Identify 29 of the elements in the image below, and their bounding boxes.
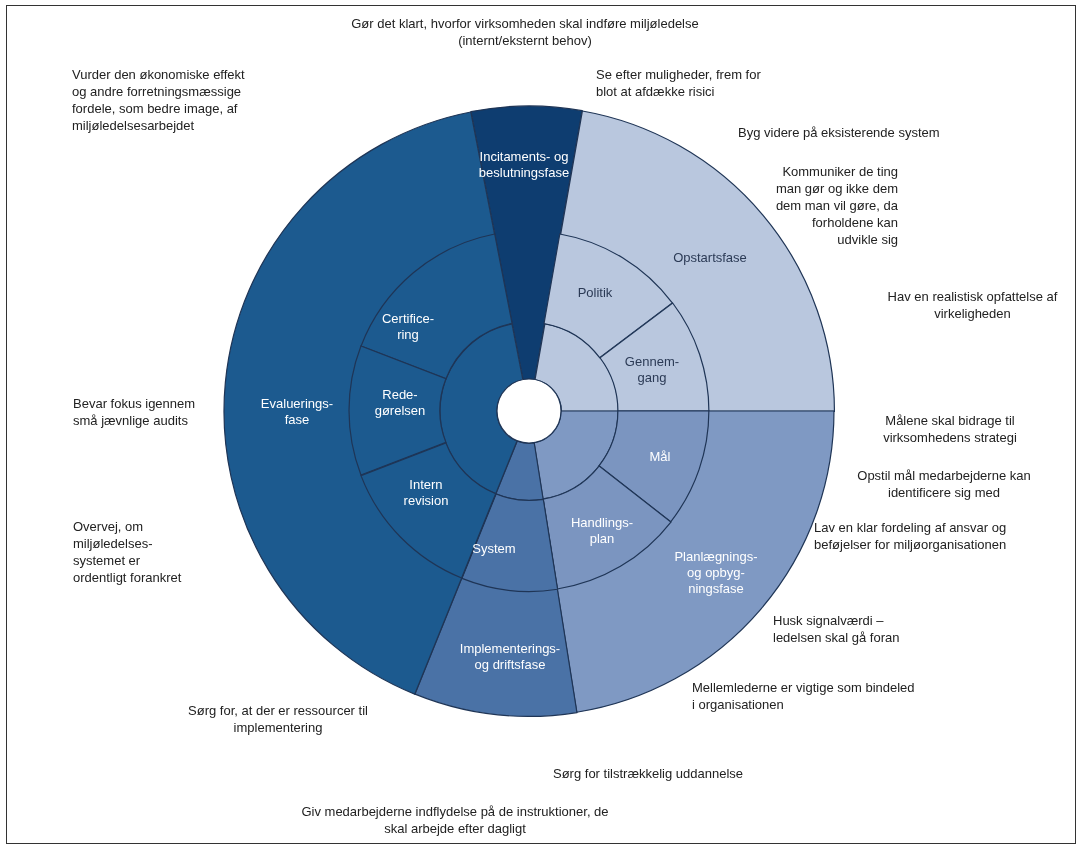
segment-label: Planlægnings- og opbyg- ningsfase <box>673 549 759 597</box>
annotation-text: Bevar fokus igennem små jævnlige audits <box>73 395 197 429</box>
segment-label: Handlings- plan <box>570 515 634 547</box>
annotation-text: Gør det klart, hvorfor virksomheden skal indføre miljøledelse (internt/eksternt behov) <box>350 15 700 49</box>
annotation-text: Overvej, om miljøledelses- systemet er ordentligt forankret <box>73 518 183 586</box>
segment-label: Mål <box>649 449 671 465</box>
segment-label: Rede- gørelsen <box>374 386 426 419</box>
annotation-text: Hav en realistisk opfattelse af virkeligheden <box>886 288 1059 322</box>
annotation-text: Kommuniker de ting man gør og ikke dem dem man vil gøre, da forholdene kan udvikle sig <box>774 163 898 248</box>
segment-label: Certifice- ring <box>382 311 434 343</box>
annotation-text: Mellemlederne er vigtige som bindeled i organisationen <box>692 679 916 713</box>
annotation-text: Byg videre på eksisterende system <box>738 124 941 141</box>
annotation-text: Opstil mål medarbejderne kan identificere sig med <box>856 467 1032 501</box>
annotation-text: Sørg for tilstrækkelig uddannelse <box>553 765 745 782</box>
annotation-text: Vurder den økonomiske effekt og andre forretningsmæssige fordele, som bedre image, af miljøledelsesarbejdet <box>72 66 246 134</box>
segment-label: Intern revision <box>403 476 449 509</box>
segment-label: Gennem- gang <box>624 353 680 386</box>
segment-label: Incitaments- og beslutningsfase <box>477 149 571 181</box>
annotation-text: Lav en klar fordeling af ansvar og beføjelser for miljøorganisationen <box>814 519 1008 553</box>
annotation-text: Målene skal bidrage til virksomhedens strategi <box>882 412 1018 446</box>
annotation-text: Giv medarbejderne indflydelse på de instruktioner, de skal arbejde efter dagligt <box>300 803 610 837</box>
annotation-text: Sørg for, at der er ressourcer til implementering <box>187 702 369 736</box>
annotation-text: Husk signalværdi – ledelsen skal gå foran <box>773 612 901 646</box>
segment-label: System <box>472 540 516 557</box>
segment-label: Politik <box>577 284 613 301</box>
segment-label: Evaluerings- fase <box>260 396 334 428</box>
annotation-text: Se efter muligheder, frem for blot at afdække risici <box>596 66 761 100</box>
segment-label: Opstartsfase <box>673 250 747 266</box>
segment-label: Implementerings- og driftsfase <box>458 641 562 673</box>
